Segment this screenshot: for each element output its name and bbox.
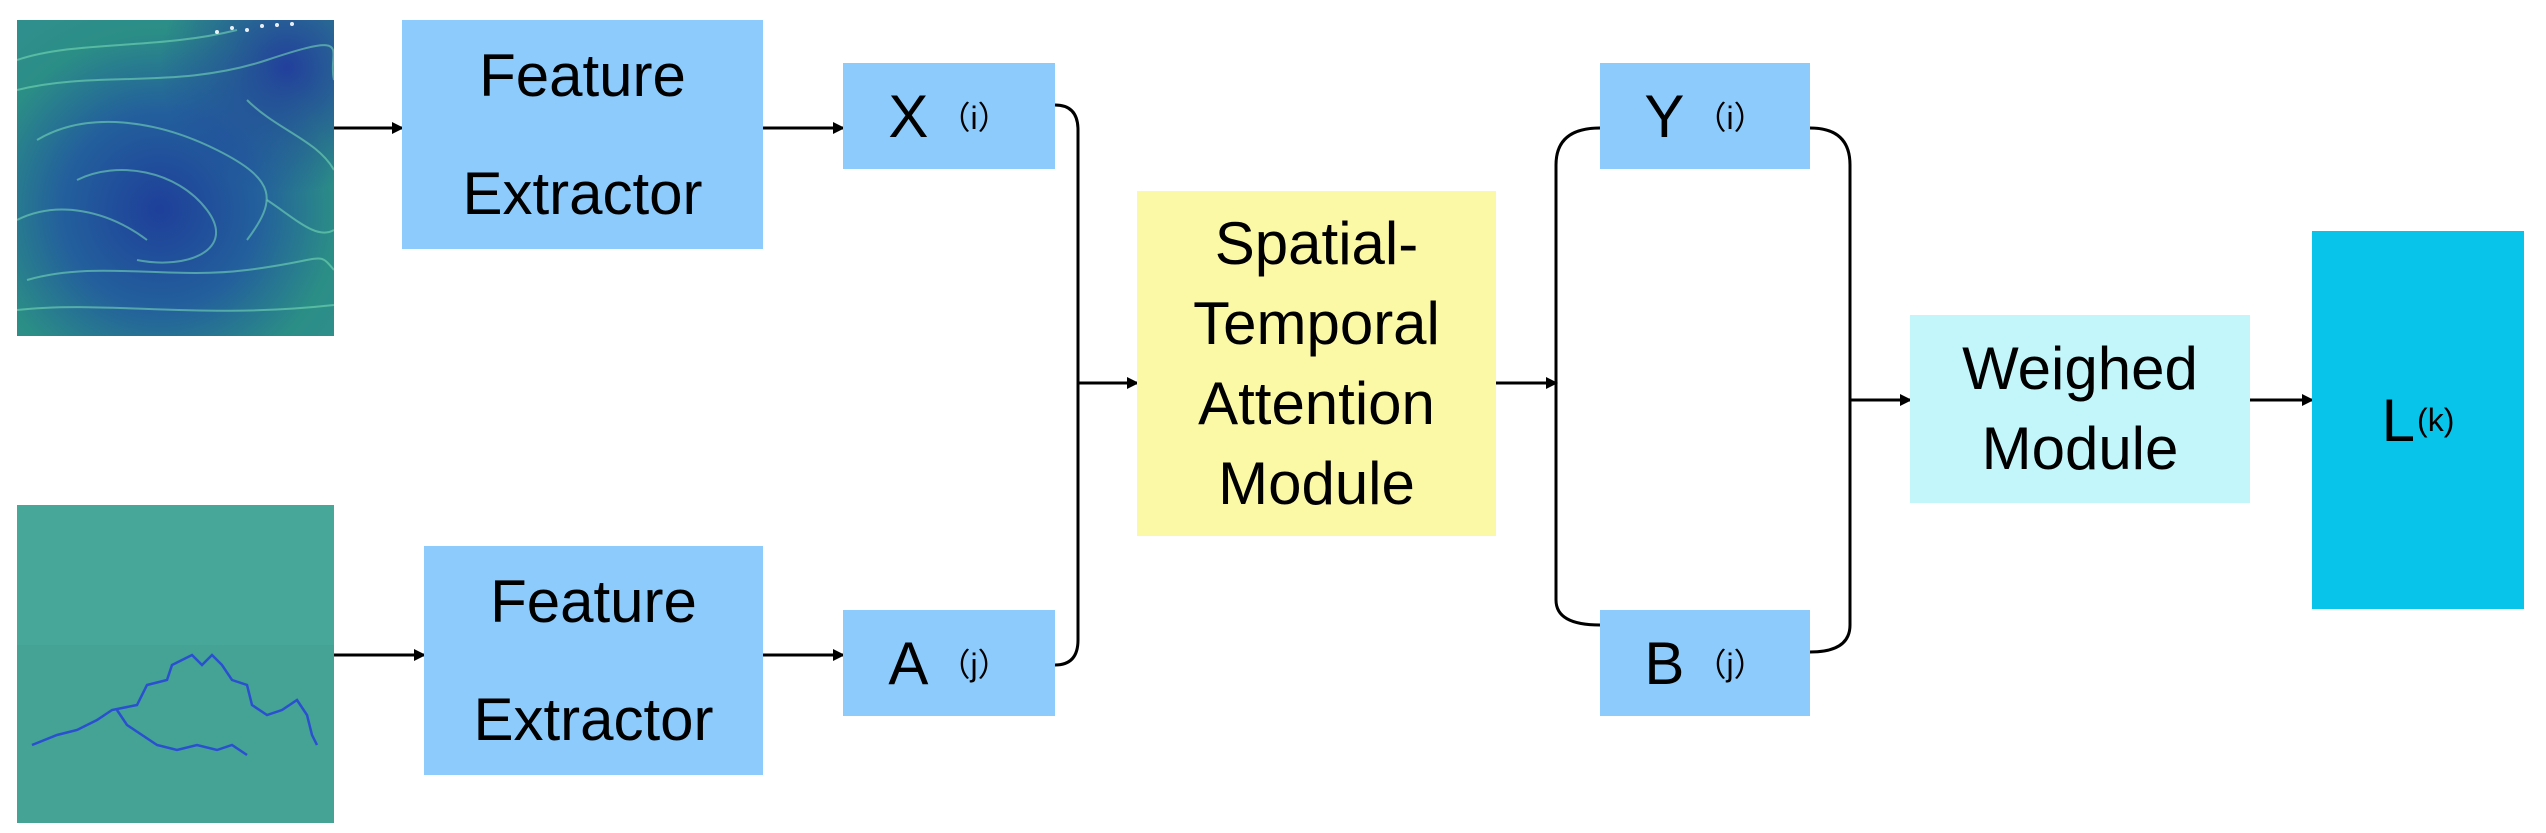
x-label: X bbox=[888, 82, 929, 150]
b-feature-node: B（j） bbox=[1600, 610, 1810, 716]
attention-line3: Attention bbox=[1198, 369, 1435, 437]
feature-extractor-bottom-line1: Feature bbox=[490, 567, 697, 635]
sea-ice-image-graphic bbox=[17, 505, 334, 823]
ocean-current-satellite-image bbox=[17, 20, 334, 336]
feature-extractor-top: Feature Extractor bbox=[402, 20, 763, 249]
sea-ice-satellite-image bbox=[17, 505, 334, 823]
bracket-y-b-split bbox=[1554, 126, 1601, 627]
attention-line2: Temporal bbox=[1193, 289, 1440, 357]
x-superscript: （i） bbox=[938, 100, 1010, 136]
y-superscript: （i） bbox=[1694, 100, 1766, 136]
weighed-module: Weighed Module bbox=[1910, 315, 2250, 503]
attention-line4: Module bbox=[1218, 449, 1415, 517]
feature-extractor-bottom: Feature Extractor bbox=[424, 546, 763, 775]
bracket-y-b-merge bbox=[1809, 126, 1852, 654]
attention-line1: Spatial- bbox=[1214, 209, 1419, 277]
spatial-temporal-attention-module: Spatial- Temporal Attention Module bbox=[1137, 191, 1496, 536]
a-feature-node: A（j） bbox=[843, 610, 1055, 716]
y-label: Y bbox=[1644, 82, 1685, 150]
x-feature-node: X（i） bbox=[843, 63, 1055, 169]
feature-extractor-top-line1: Feature bbox=[479, 41, 686, 109]
a-label: A bbox=[888, 629, 929, 697]
feature-extractor-top-line2: Extractor bbox=[462, 159, 703, 227]
weighed-line2: Module bbox=[1981, 415, 2179, 482]
ocean-current-image-graphic bbox=[17, 20, 334, 336]
weighed-line1: Weighed bbox=[1962, 335, 2198, 402]
b-label: B bbox=[1644, 629, 1685, 697]
output-superscript: (k) bbox=[2417, 401, 2455, 438]
output-loss-node: L(k) bbox=[2312, 231, 2524, 609]
feature-extractor-bottom-line2: Extractor bbox=[473, 685, 714, 753]
bracket-x-a-merge bbox=[1054, 103, 1080, 667]
b-superscript: （j） bbox=[1694, 647, 1766, 683]
a-superscript: （j） bbox=[938, 647, 1010, 683]
y-feature-node: Y（i） bbox=[1600, 63, 1810, 169]
output-label: L bbox=[2381, 386, 2416, 454]
